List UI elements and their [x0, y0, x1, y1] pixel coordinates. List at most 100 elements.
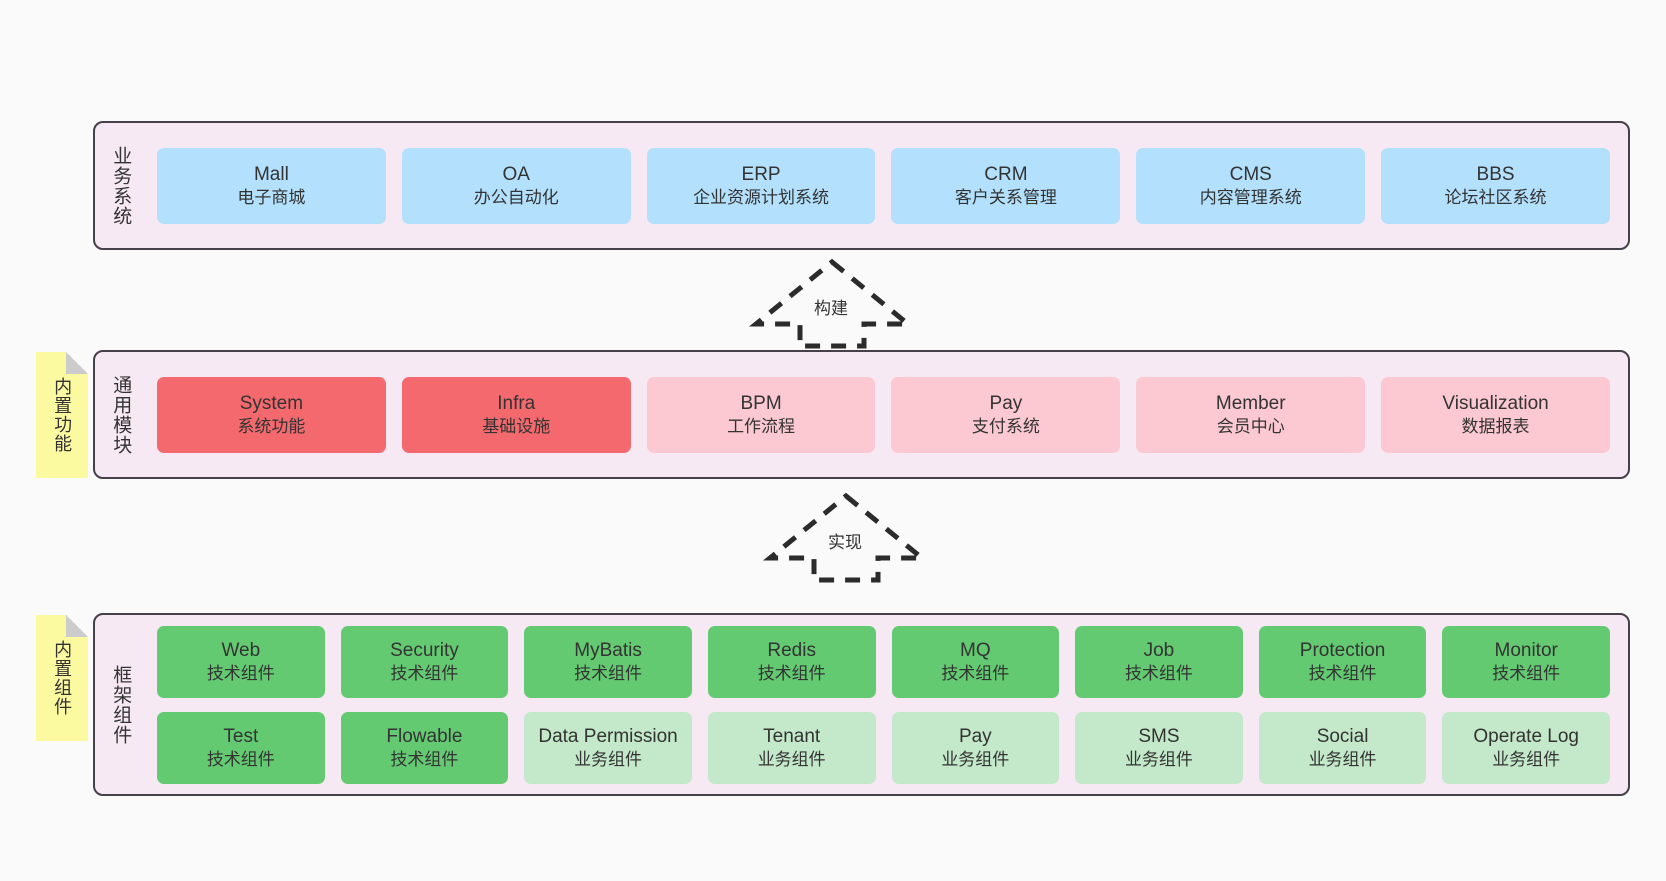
node-title: BPM	[740, 392, 782, 414]
node-title: SMS	[1138, 725, 1180, 747]
sticky-note-builtin-components: 内置组件	[36, 615, 88, 741]
node-operate-log[interactable]: Operate Log 业务组件	[1442, 711, 1610, 784]
node-subtitle: 技术组件	[1308, 663, 1377, 683]
node-subtitle: 技术组件	[206, 749, 275, 769]
node-mq[interactable]: MQ 技术组件	[891, 625, 1060, 698]
business-cell: CRM 客户关系管理	[883, 147, 1128, 224]
node-title: Flowable	[386, 725, 463, 747]
node-system[interactable]: System 系统功能	[157, 376, 386, 453]
framework-cell: Protection 技术组件	[1251, 625, 1435, 698]
node-title: Member	[1215, 392, 1286, 414]
framework-cell: Pay 业务组件	[884, 711, 1068, 784]
module-cell: Pay 支付系统	[883, 376, 1128, 453]
node-flowable[interactable]: Flowable 技术组件	[340, 711, 509, 784]
node-erp[interactable]: ERP 企业资源计划系统	[646, 147, 876, 224]
node-title: Social	[1316, 725, 1369, 747]
module-cell: System 系统功能	[149, 376, 394, 453]
node-data-permission[interactable]: Data Permission 业务组件	[524, 711, 692, 784]
framework-cell: Flowable 技术组件	[333, 711, 517, 784]
node-test[interactable]: Test 技术组件	[157, 711, 325, 784]
node-subtitle: 客户关系管理	[954, 187, 1057, 207]
framework-row-1: Web 技术组件 Security 技术组件 MyBatis 技术组件	[149, 625, 1618, 698]
framework-cell: Operate Log 业务组件	[1434, 711, 1618, 784]
modules-node-row: System 系统功能 Infra 基础设施 BPM 工作流程	[149, 376, 1618, 453]
node-cms[interactable]: CMS 内容管理系统	[1136, 147, 1366, 224]
node-subtitle: 技术组件	[757, 663, 826, 683]
node-title: System	[239, 392, 304, 414]
node-subtitle: 业务组件	[1492, 749, 1561, 769]
business-cell: Mall 电子商城	[149, 147, 394, 224]
module-cell: Member 会员中心	[1128, 376, 1373, 453]
node-title: OA	[502, 163, 530, 185]
node-subtitle: 技术组件	[941, 663, 1010, 683]
node-protection[interactable]: Protection 技术组件	[1258, 625, 1427, 698]
node-subtitle: 论坛社区系统	[1444, 187, 1547, 207]
node-redis[interactable]: Redis 技术组件	[707, 625, 876, 698]
business-cell: OA 办公自动化	[394, 147, 639, 224]
node-subtitle: 技术组件	[1492, 663, 1561, 683]
node-title: Redis	[767, 639, 816, 661]
node-pay-component[interactable]: Pay 业务组件	[891, 711, 1060, 784]
node-crm[interactable]: CRM 客户关系管理	[891, 147, 1121, 224]
node-subtitle: 技术组件	[206, 663, 275, 683]
arrow-implement: 实现	[762, 492, 930, 584]
node-visualization[interactable]: Visualization 数据报表	[1381, 376, 1610, 453]
node-subtitle: 业务组件	[1124, 749, 1193, 769]
node-title: Job	[1143, 639, 1175, 661]
node-subtitle: 业务组件	[574, 749, 643, 769]
band-body-framework: Web 技术组件 Security 技术组件 MyBatis 技术组件	[145, 615, 1628, 794]
node-web[interactable]: Web 技术组件	[157, 625, 325, 698]
node-bpm[interactable]: BPM 工作流程	[646, 376, 876, 453]
node-member[interactable]: Member 会员中心	[1136, 376, 1366, 453]
arrow-build: 构建	[748, 258, 916, 350]
arrow-build-shape	[748, 258, 916, 349]
arrow-build-label: 构建	[814, 299, 848, 318]
node-title: Monitor	[1494, 639, 1558, 661]
node-subtitle: 工作流程	[727, 416, 796, 436]
node-infra[interactable]: Infra 基础设施	[401, 376, 631, 453]
node-title: ERP	[741, 163, 781, 185]
node-subtitle: 电子商城	[237, 187, 306, 207]
node-social[interactable]: Social 业务组件	[1258, 711, 1427, 784]
node-title: Data Permission	[538, 725, 678, 747]
band-body-modules: System 系统功能 Infra 基础设施 BPM 工作流程	[145, 352, 1628, 477]
node-sms[interactable]: SMS 业务组件	[1075, 711, 1243, 784]
framework-cell: MyBatis 技术组件	[516, 625, 700, 698]
node-subtitle: 技术组件	[390, 749, 459, 769]
node-mall[interactable]: Mall 电子商城	[157, 147, 386, 224]
node-subtitle: 系统功能	[237, 416, 306, 436]
framework-row-2: Test 技术组件 Flowable 技术组件 Data Permission …	[149, 711, 1618, 784]
node-subtitle: 业务组件	[757, 749, 826, 769]
node-title: Security	[390, 639, 459, 661]
node-oa[interactable]: OA 办公自动化	[401, 147, 631, 224]
business-cell: BBS 论坛社区系统	[1373, 147, 1618, 224]
band-title-business: 业务系统	[110, 145, 132, 226]
node-title: Test	[223, 725, 259, 747]
node-mybatis[interactable]: MyBatis 技术组件	[524, 625, 692, 698]
band-title-modules: 通用模块	[110, 374, 132, 455]
node-subtitle: 支付系统	[971, 416, 1040, 436]
node-subtitle: 会员中心	[1216, 416, 1285, 436]
node-monitor[interactable]: Monitor 技术组件	[1442, 625, 1610, 698]
node-title: BBS	[1476, 163, 1515, 185]
node-subtitle: 基础设施	[482, 416, 551, 436]
framework-cell: Social 业务组件	[1251, 711, 1435, 784]
framework-cell: Tenant 业务组件	[700, 711, 884, 784]
band-common-modules: 通用模块 System 系统功能 Infra 基础设施	[93, 350, 1630, 479]
node-title: Mall	[253, 163, 289, 185]
node-security[interactable]: Security 技术组件	[340, 625, 509, 698]
framework-cell: MQ 技术组件	[884, 625, 1068, 698]
node-pay-module[interactable]: Pay 支付系统	[891, 376, 1121, 453]
node-subtitle: 技术组件	[390, 663, 459, 683]
band-body-business: Mall 电子商城 OA 办公自动化 ERP 企业资源计划系统	[145, 123, 1628, 248]
node-subtitle: 业务组件	[941, 749, 1010, 769]
node-title: CMS	[1229, 163, 1272, 185]
business-node-row: Mall 电子商城 OA 办公自动化 ERP 企业资源计划系统	[149, 147, 1618, 224]
framework-cell: Security 技术组件	[333, 625, 517, 698]
business-cell: CMS 内容管理系统	[1128, 147, 1373, 224]
band-business-systems: 业务系统 Mall 电子商城 OA 办公自动化 E	[93, 121, 1630, 250]
node-tenant[interactable]: Tenant 业务组件	[707, 711, 876, 784]
node-bbs[interactable]: BBS 论坛社区系统	[1381, 147, 1610, 224]
node-job[interactable]: Job 技术组件	[1075, 625, 1243, 698]
